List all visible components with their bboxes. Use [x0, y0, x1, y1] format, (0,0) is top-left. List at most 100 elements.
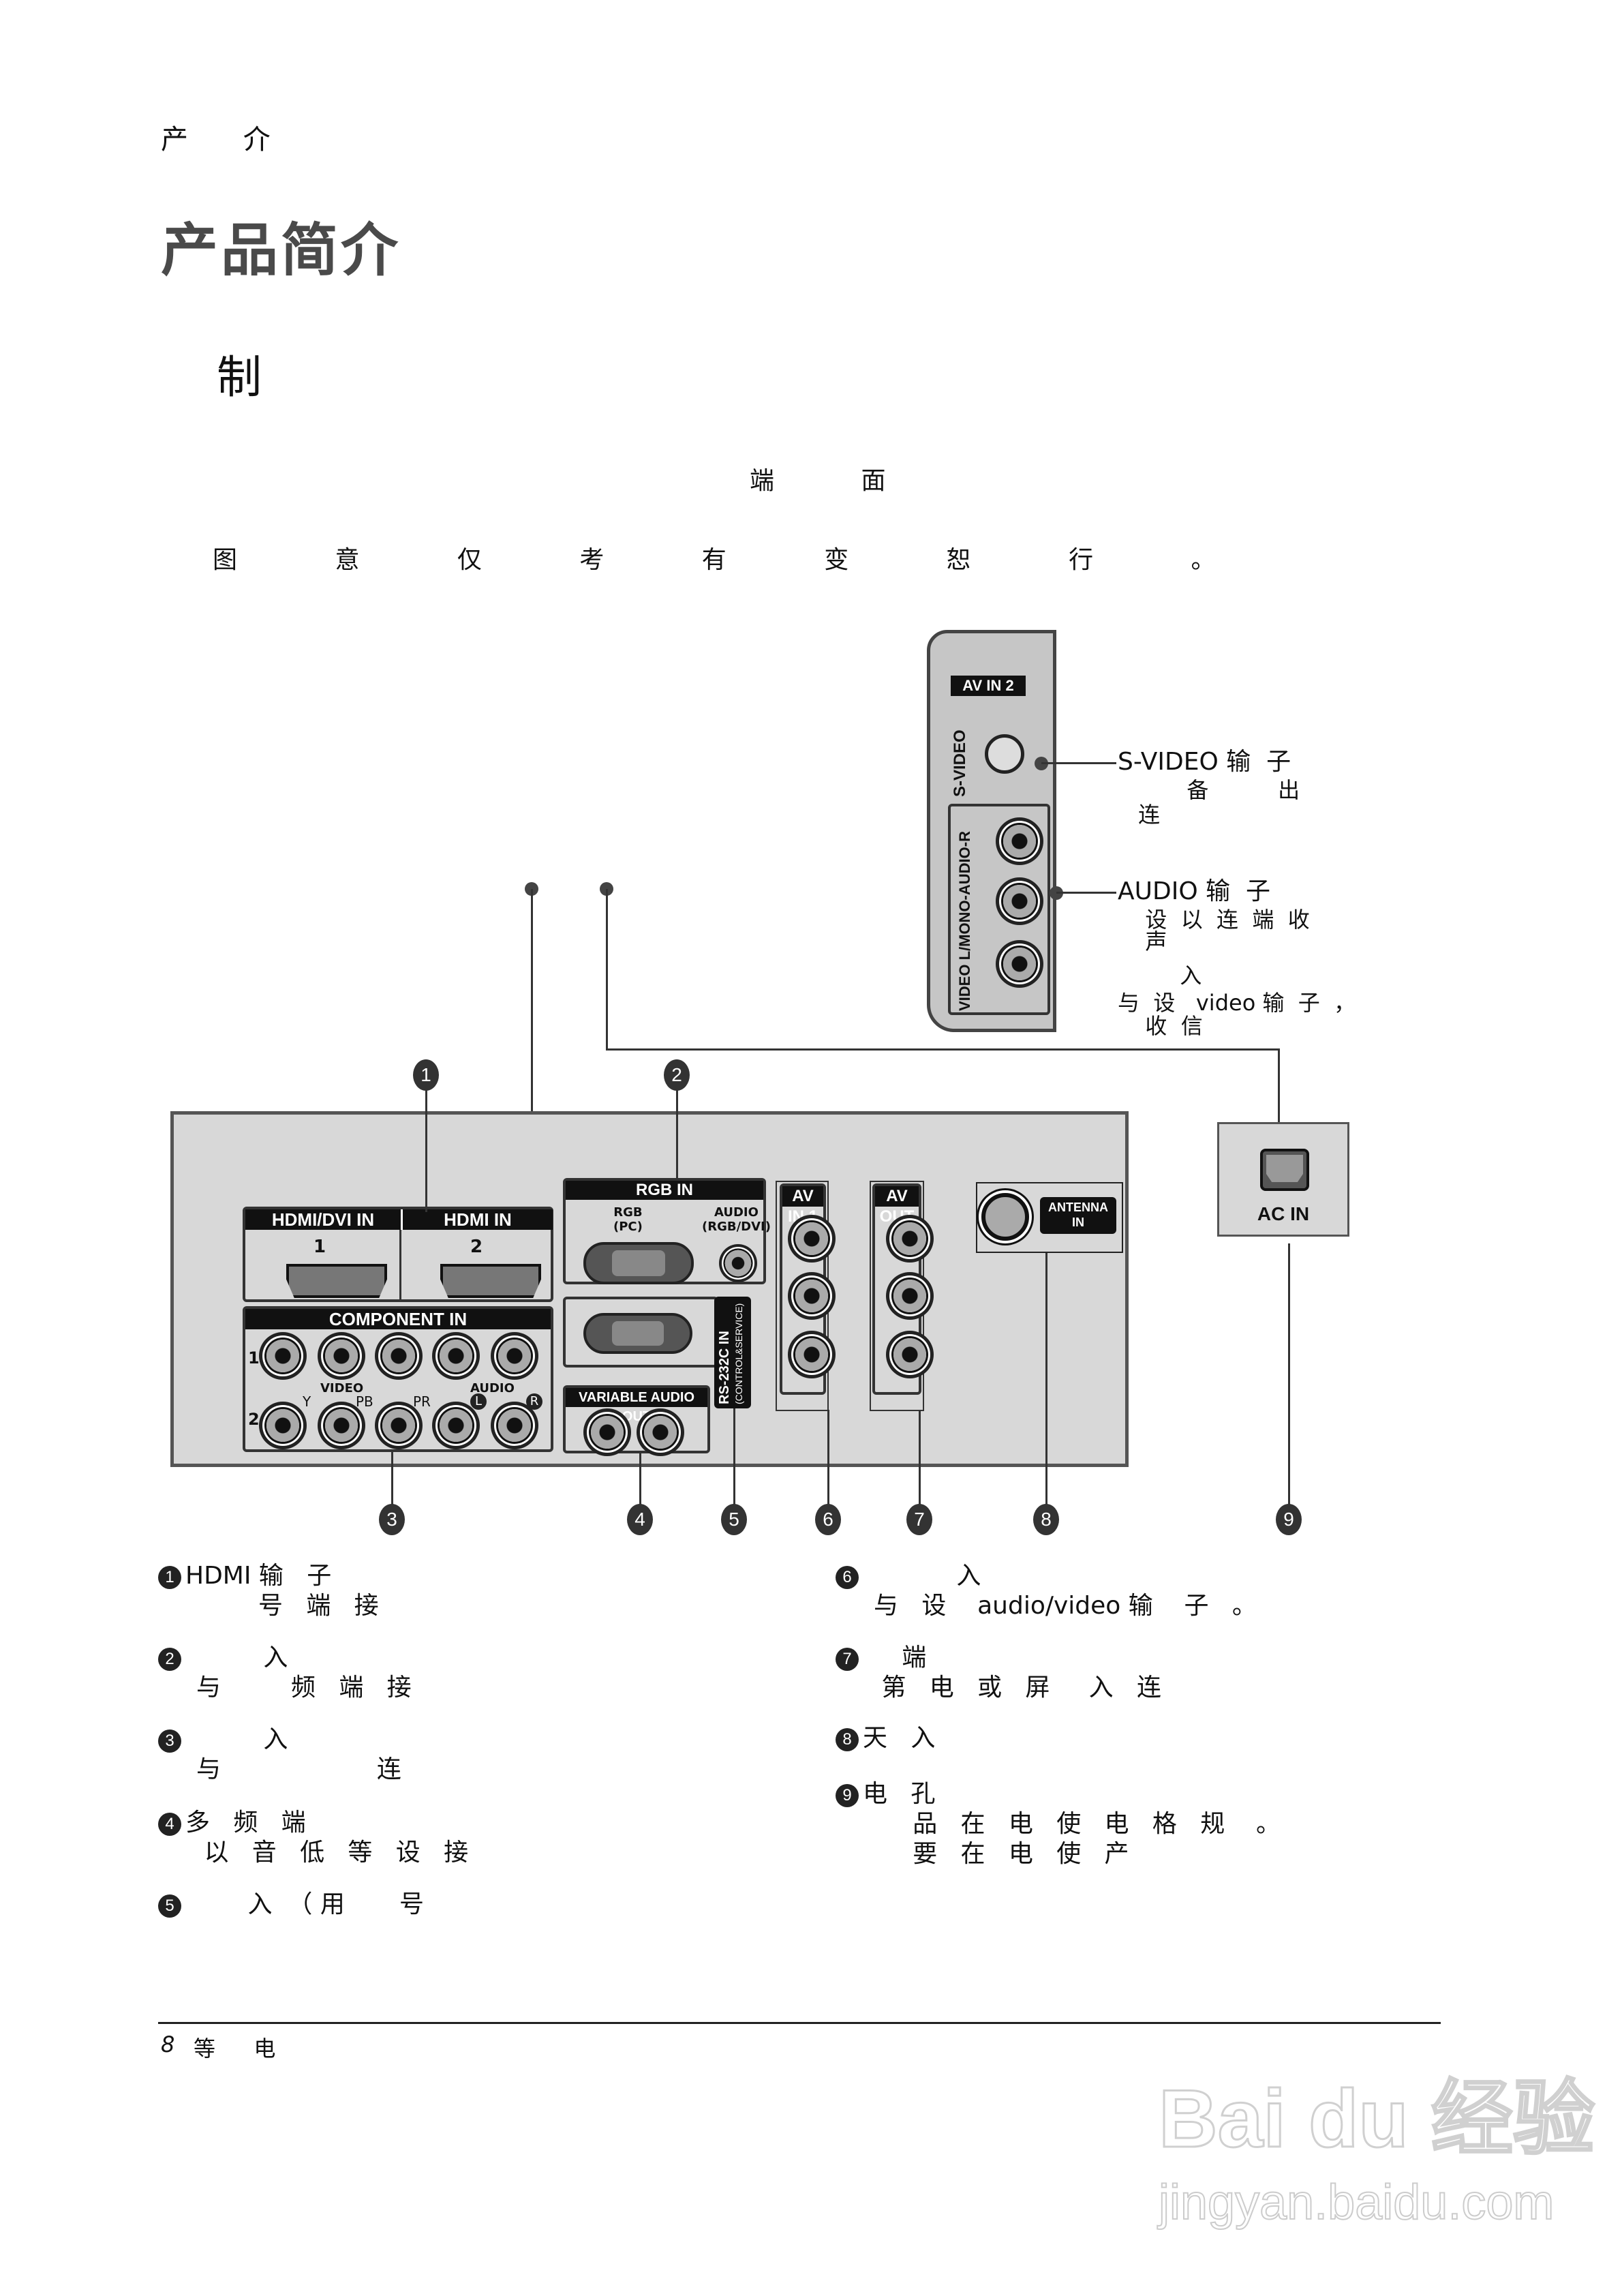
av-in1-audio-r-port[interactable] [788, 1331, 836, 1378]
desc-title-6: 入 [863, 1562, 981, 1590]
svideo-port[interactable] [985, 734, 1024, 774]
desc-num-6: 6 [836, 1566, 859, 1589]
running-header: 产 介 [161, 124, 294, 155]
callout-line-8 [1045, 1253, 1047, 1515]
av-in1-label: AV IN 1 [782, 1186, 823, 1226]
av-out-label: AV OUT [875, 1186, 919, 1226]
callout-1: 1 [413, 1059, 439, 1091]
desc-num-9: 9 [836, 1784, 859, 1807]
footer-page-number: 8 [161, 2031, 175, 2057]
component1-y-port[interactable] [259, 1332, 307, 1380]
av-in1-audio-l-port[interactable] [788, 1272, 836, 1320]
ac-in-panel: AC IN [1217, 1122, 1349, 1237]
pb-label: PB [356, 1393, 373, 1410]
leader-line-a [531, 889, 533, 1118]
svideo-callout-body-1: 备 出 [1131, 777, 1300, 803]
av-out-audio-l-port[interactable] [886, 1272, 934, 1320]
audio-callout-body-6: 收 信 [1131, 1013, 1203, 1039]
callout-8: 8 [1033, 1504, 1059, 1535]
rgb-audio-port[interactable] [719, 1244, 757, 1282]
ac-in-label: AC IN [1257, 1203, 1310, 1224]
desc-body-7: 第 电 或 屏 入 连 [874, 1674, 1161, 1702]
callout-line-5 [733, 1408, 735, 1515]
callout-line-9 [1288, 1243, 1290, 1515]
desc-item-3: 3 入 与 连 [158, 1725, 401, 1785]
component1-pr-port[interactable] [375, 1332, 423, 1380]
variable-audio-r-port[interactable] [637, 1408, 684, 1456]
component2-l-port[interactable] [432, 1402, 480, 1449]
hdmi-group: HDMI/DVI IN HDMI IN 1 2 [243, 1207, 553, 1302]
antenna-port[interactable] [981, 1193, 1029, 1241]
desc-num-7: 7 [836, 1648, 859, 1671]
audio-l-port[interactable] [996, 877, 1043, 925]
section-heading: 制 [217, 351, 262, 404]
component-row1-label: 1 [248, 1348, 260, 1368]
desc-num-1: 1 [158, 1566, 181, 1589]
audio-callout-body-5: 与 设 video 输 子 ， [1118, 990, 1356, 1016]
leader-line-b [606, 889, 608, 1050]
rs232-sublabel: (CONTROL&SERVICE) [733, 1303, 744, 1404]
variable-audio-l-port[interactable] [583, 1408, 631, 1456]
av-out-video-port[interactable] [886, 1215, 934, 1263]
component1-r-port[interactable] [491, 1332, 538, 1380]
desc-title-9: 电 孔 [863, 1780, 936, 1808]
component2-pb-port[interactable] [318, 1402, 365, 1449]
desc-body-4: 以 音 低 等 设 接 [196, 1839, 469, 1867]
callout-line-4 [639, 1452, 641, 1515]
callout-9: 9 [1276, 1504, 1302, 1535]
desc-num-5: 5 [158, 1894, 181, 1918]
component2-r-port[interactable] [491, 1402, 538, 1449]
desc-title-1: HDMI 输 子 [185, 1562, 332, 1590]
pr-label: PR [413, 1393, 431, 1410]
hdmi2-port[interactable] [440, 1264, 541, 1298]
rs232-group [563, 1297, 718, 1368]
component1-pb-port[interactable] [318, 1332, 365, 1380]
baidu-watermark-url: jingyan.baidu.com [1158, 2175, 1555, 2231]
desc-item-6: 6 入 与 设 audio/video 输 子 。 [836, 1561, 1257, 1621]
desc-title-2: 入 [185, 1644, 288, 1672]
audio-r-port[interactable] [996, 817, 1043, 865]
desc-num-3: 3 [158, 1729, 181, 1753]
av-in1-video-port[interactable] [788, 1215, 836, 1263]
footer-rule [158, 2022, 1441, 2024]
component-audio-label: AUDIO [470, 1381, 515, 1395]
desc-title-7: 端 [863, 1644, 927, 1672]
desc-title-5: 入 （ 用 号 [185, 1890, 424, 1918]
component2-y-port[interactable] [259, 1402, 307, 1449]
hdmi1-port[interactable] [286, 1264, 387, 1298]
rgb-pc-port[interactable] [583, 1242, 694, 1284]
rs232-port[interactable] [583, 1313, 692, 1354]
callout-line-7 [919, 1410, 921, 1515]
intro-line-1: 端 面 [750, 467, 925, 495]
component2-pr-port[interactable] [375, 1402, 423, 1449]
component-row2-label: 2 [248, 1410, 260, 1429]
hdmi2-label: HDMI IN [401, 1209, 553, 1230]
desc-item-2: 2 入 与 频 端 接 [158, 1643, 412, 1703]
av-out-audio-r-port[interactable] [886, 1331, 934, 1378]
video-port[interactable] [996, 940, 1043, 988]
rgb-audio-label: AUDIO (RGB/DVI) [702, 1205, 771, 1234]
callout-3: 3 [379, 1504, 405, 1535]
component-video-label: VIDEO [320, 1381, 364, 1395]
leader-line-b-h [606, 1048, 1279, 1051]
hdmi1-num: 1 [313, 1237, 326, 1257]
desc-title-3: 入 [185, 1725, 288, 1753]
audio-callout-line [1056, 892, 1116, 894]
callout-line-1 [425, 1089, 427, 1212]
rgb-pc-label: RGB (PC) [613, 1205, 643, 1234]
desc-num-8: 8 [836, 1728, 859, 1751]
variable-audio-label: VARIABLE AUDIO OUT [566, 1388, 707, 1424]
component1-l-port[interactable] [432, 1332, 480, 1380]
desc-body-9: 品 在 电 使 电 格 规 。 要 在 电 使 产 [913, 1810, 1281, 1868]
desc-body-2: 与 频 端 接 [196, 1674, 412, 1702]
desc-num-2: 2 [158, 1648, 181, 1671]
intro-line-2: 图 意 仅 考 有 变 恕 行 。 [213, 546, 1261, 574]
ac-socket[interactable] [1260, 1149, 1309, 1191]
audio-callout-body-1: 设 以 连 端 收 [1131, 907, 1310, 933]
desc-body-1: 号 端 接 [188, 1592, 379, 1620]
callout-line-6 [827, 1410, 829, 1515]
